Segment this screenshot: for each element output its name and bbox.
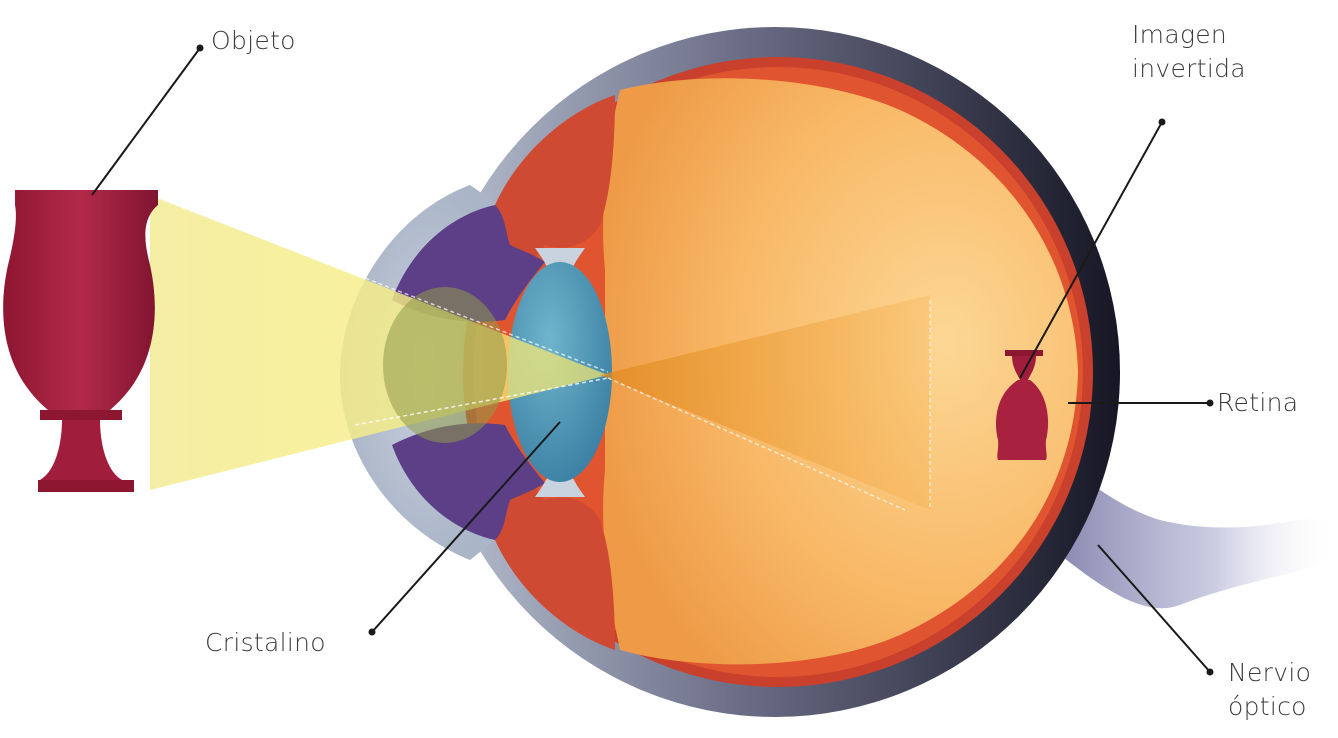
leader-dot-optic-nerve: [1206, 668, 1214, 676]
label-optic-nerve: Nervio óptico: [1228, 658, 1312, 721]
ray-line-inner: [607, 377, 906, 511]
label-lens: Cristalino: [205, 628, 326, 657]
label-inverted-image: Imagen invertida: [1132, 20, 1246, 83]
leader-dot-inverted-image: [1158, 118, 1166, 126]
leader-line-object: [91, 47, 201, 196]
ciliary-body-lower: [488, 455, 615, 650]
label-retina: Retina: [1217, 388, 1299, 417]
ray-line-bottom: [354, 377, 609, 426]
leader-line-optic-nerve: [1097, 544, 1211, 673]
optic-nerve: [1030, 455, 1338, 609]
leader-line-lens: [371, 421, 561, 633]
leader-dot-object: [196, 44, 204, 52]
incoming-light-cone: [150, 195, 608, 490]
leader-dot-retina: [1206, 399, 1214, 407]
refracted-light-cone: [600, 295, 930, 510]
leader-line-inverted-image: [1019, 121, 1163, 379]
label-object: Objeto: [211, 26, 296, 55]
iris-lower: [392, 423, 545, 540]
aqueous-humor: [383, 287, 507, 443]
ciliary-body-upper: [488, 95, 615, 290]
object-vase: [3, 190, 159, 492]
leader-dot-lens: [368, 628, 376, 636]
ray-line-top: [149, 194, 609, 373]
